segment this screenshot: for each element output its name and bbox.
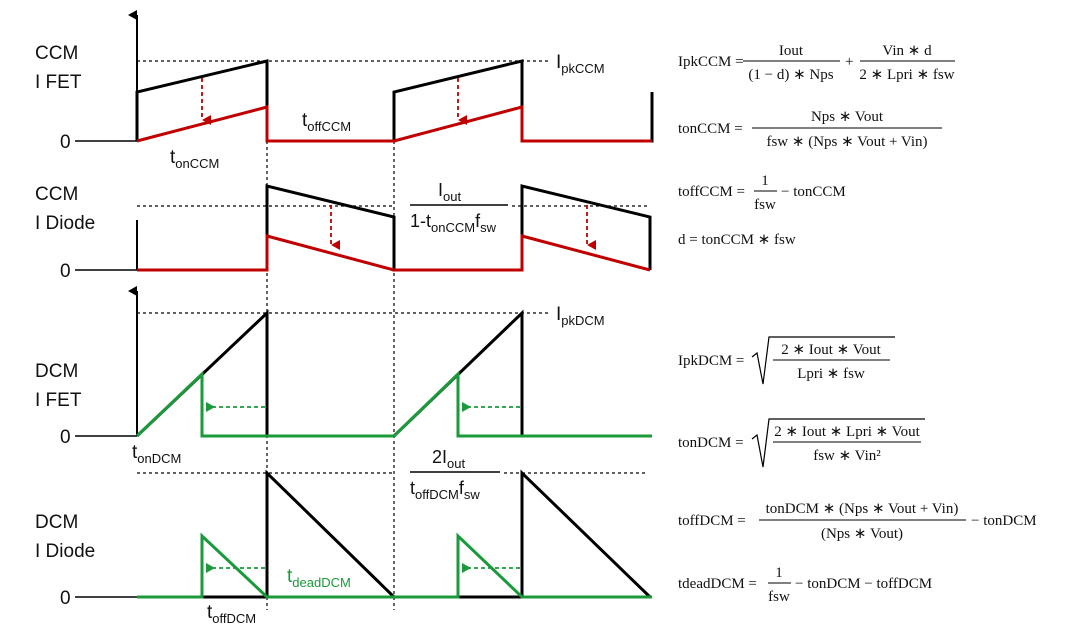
dcm-fet-plot: DCM I FET 0 IpkDCM tonDCM: [35, 286, 652, 466]
equation-toffdcm-numerator: tonDCM ∗ (Nps ∗ Vout + Vin): [766, 501, 959, 517]
ccm-fet-plot: CCM I FET 0 IpkCCM tonCCM toffCCM: [35, 10, 654, 610]
equation-ipkccm-lhs: IpkCCM =: [678, 54, 744, 70]
equation-tonccm-denominator: fsw ∗ (Nps ∗ Vout + Vin): [766, 134, 927, 150]
equation-toffccm: toffCCM = 1 fsw − tonCCM: [678, 173, 846, 213]
equation-toffccm-denominator: fsw: [754, 197, 776, 213]
dcm-diode-title-line2: I Diode: [35, 541, 95, 562]
equation-tdeaddcm-lhs: tdeadDCM =: [678, 576, 757, 592]
equation-toffccm-tail: − tonCCM: [781, 184, 846, 200]
ccm-fet-peak-label: IpkCCM: [556, 52, 605, 76]
equation-tdeaddcm-tail: − tonDCM − toffDCM: [795, 576, 932, 592]
ccm-diode-plot: CCM I Diode 0 Iout 1-tonCCMfsw: [35, 180, 652, 282]
dcm-fet-title-line1: DCM: [35, 361, 78, 382]
equation-ipkdcm-radical: [751, 336, 895, 385]
ccm-fet-magnetizing-waveform: [136, 105, 652, 143]
equation-toffdcm-tail: − tonDCM: [971, 513, 1037, 529]
equation-tonccm-lhs: tonCCM =: [678, 121, 743, 137]
ccm-diode-title-line2: I Diode: [35, 213, 95, 234]
equation-tdeaddcm-denominator: fsw: [768, 589, 790, 605]
equation-tdeaddcm: tdeadDCM = 1 fsw − tonDCM − toffDCM: [678, 565, 932, 605]
equation-tonccm-numerator: Nps ∗ Vout: [811, 109, 884, 125]
ccm-fet-toff-label: toffCCM: [302, 110, 351, 134]
ccm-diode-zero-label: 0: [60, 261, 71, 282]
equation-toffdcm: toffDCM = tonDCM ∗ (Nps ∗ Vout + Vin) (N…: [678, 501, 1037, 542]
equation-tonccm: tonCCM = Nps ∗ Vout fsw ∗ (Nps ∗ Vout + …: [678, 109, 942, 150]
ccm-diode-title-line1: CCM: [35, 184, 78, 205]
equation-toffdcm-denominator: (Nps ∗ Vout): [821, 526, 903, 542]
ccm-fet-title-line1: CCM: [35, 43, 78, 64]
ccm-diode-fraction-numerator: Iout: [438, 180, 461, 204]
equation-ipkccm-term1-numerator: Iout: [779, 43, 804, 59]
equation-ipkdcm: IpkDCM = 2 ∗ Iout ∗ Vout Lpri ∗ fsw: [678, 336, 895, 385]
dcm-diode-zero-label: 0: [60, 588, 71, 609]
equation-ipkccm-term2-denominator: 2 ∗ Lpri ∗ fsw: [859, 67, 954, 83]
dcm-fet-magnetizing-waveform: [135, 370, 652, 438]
ccm-diode-fraction-denominator: 1-tonCCMfsw: [410, 211, 497, 235]
dcm-fet-current-waveform: [135, 309, 524, 438]
dcm-diode-title-line1: DCM: [35, 512, 78, 533]
equation-ipkdcm-lhs: IpkDCM =: [678, 353, 744, 369]
dcm-diode-toff-label: toffDCM: [207, 602, 256, 626]
ccm-diode-current-waveform: [137, 184, 652, 272]
dcm-fet-ton-label: tonDCM: [132, 442, 181, 466]
equation-tdeaddcm-numerator: 1: [775, 565, 783, 581]
dcm-fet-zero-label: 0: [60, 427, 71, 448]
equation-ipkdcm-denominator: Lpri ∗ fsw: [797, 366, 865, 382]
equation-ipkccm-term2-numerator: Vin ∗ d: [882, 43, 932, 59]
dcm-diode-plot: DCM I Diode 0 2Iout toffDCMfsw tdeadDCM …: [35, 447, 652, 626]
equations-panel: IpkCCM = Iout (1 − d) ∗ Nps + Vin ∗ d 2 …: [678, 43, 1037, 605]
equation-ipkccm: IpkCCM = Iout (1 − d) ∗ Nps + Vin ∗ d 2 …: [678, 43, 955, 83]
equation-tondcm-denominator: fsw ∗ Vin²: [813, 448, 881, 464]
equation-tondcm: tonDCM = 2 ∗ Iout ∗ Lpri ∗ Vout fsw ∗ Vi…: [678, 418, 925, 468]
equation-ipkdcm-numerator: 2 ∗ Iout ∗ Vout: [781, 342, 881, 358]
equation-ipkccm-plus: +: [845, 54, 853, 70]
dcm-fet-title-line2: I FET: [35, 390, 82, 411]
equation-toffccm-lhs: toffCCM =: [678, 184, 745, 200]
equation-tondcm-numerator: 2 ∗ Iout ∗ Lpri ∗ Vout: [774, 424, 920, 440]
ccm-fet-zero-label: 0: [60, 132, 71, 153]
ccm-fet-title-line2: I FET: [35, 72, 82, 93]
equation-tondcm-radical: [751, 418, 925, 468]
dcm-fet-peak-label: IpkDCM: [556, 304, 605, 328]
equation-toffccm-numerator: 1: [761, 173, 769, 189]
dcm-diode-fraction-denominator: toffDCMfsw: [410, 478, 480, 502]
dcm-diode-magnetizing-waveform: [137, 532, 652, 599]
dcm-diode-tdead-label: tdeadDCM: [287, 566, 351, 590]
equation-duty-cycle: d = tonCCM ∗ fsw: [678, 232, 796, 248]
dcm-diode-fraction-numerator: 2Iout: [432, 447, 465, 471]
ccm-fet-ton-label: tonCCM: [170, 147, 219, 171]
equation-toffdcm-lhs: toffDCM =: [678, 513, 746, 529]
ccm-diode-magnetizing-waveform: [137, 234, 651, 272]
equation-ipkccm-term1-denominator: (1 − d) ∗ Nps: [748, 67, 833, 83]
equation-tondcm-lhs: tonDCM =: [678, 435, 744, 451]
